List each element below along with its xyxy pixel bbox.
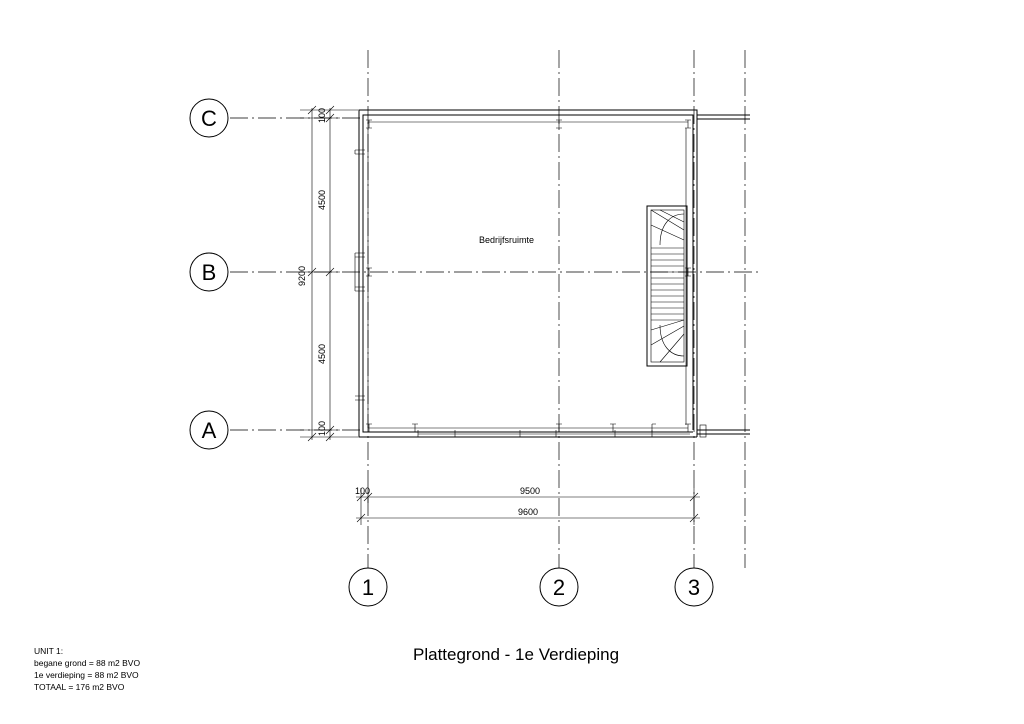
dim-top-offset: 100 bbox=[317, 108, 327, 123]
grid-bubble-3: 3 bbox=[674, 567, 714, 607]
dim-total-vertical: 9200 bbox=[297, 266, 307, 286]
grid-label-3: 3 bbox=[688, 575, 700, 600]
summary-line-first: 1e verdieping = 88 m2 BVO bbox=[34, 670, 139, 680]
area-summary: UNIT 1: begane grond = 88 m2 BVO 1e verd… bbox=[34, 645, 140, 693]
walls bbox=[358, 109, 750, 438]
dim-left-offset: 100 bbox=[355, 486, 370, 496]
dim-c-b: 4500 bbox=[317, 190, 327, 210]
dim-total-width: 9600 bbox=[518, 507, 538, 517]
drawing-title: Plattegrond - 1e Verdieping bbox=[413, 645, 620, 664]
window-strip bbox=[417, 430, 690, 437]
grid-bubble-1: 1 bbox=[348, 567, 388, 607]
grid-label-a: A bbox=[202, 418, 217, 443]
room-label: Bedrijfsruimte bbox=[479, 235, 534, 245]
grid-label-1: 1 bbox=[362, 575, 374, 600]
summary-header: UNIT 1: bbox=[34, 646, 64, 656]
summary-line-ground: begane grond = 88 m2 BVO bbox=[34, 658, 141, 668]
staircase bbox=[646, 205, 688, 367]
summary-line-total: TOTAAL = 176 m2 BVO bbox=[34, 682, 125, 692]
grid-bubble-a: A bbox=[189, 410, 229, 450]
grid-bubble-c: C bbox=[189, 98, 229, 138]
dim-b-a: 4500 bbox=[317, 344, 327, 364]
dim-inner-width: 9500 bbox=[520, 486, 540, 496]
grid-label-2: 2 bbox=[553, 575, 565, 600]
dim-bottom-offset: 100 bbox=[317, 421, 327, 436]
grid-label-c: C bbox=[201, 106, 217, 131]
horizontal-dimension-chain bbox=[356, 488, 700, 525]
grid-bubble-2: 2 bbox=[539, 567, 579, 607]
grid-bubble-b: B bbox=[189, 252, 229, 292]
vertical-dimension-chain bbox=[300, 105, 358, 442]
grid-label-b: B bbox=[202, 260, 217, 285]
column-markers bbox=[354, 119, 691, 433]
